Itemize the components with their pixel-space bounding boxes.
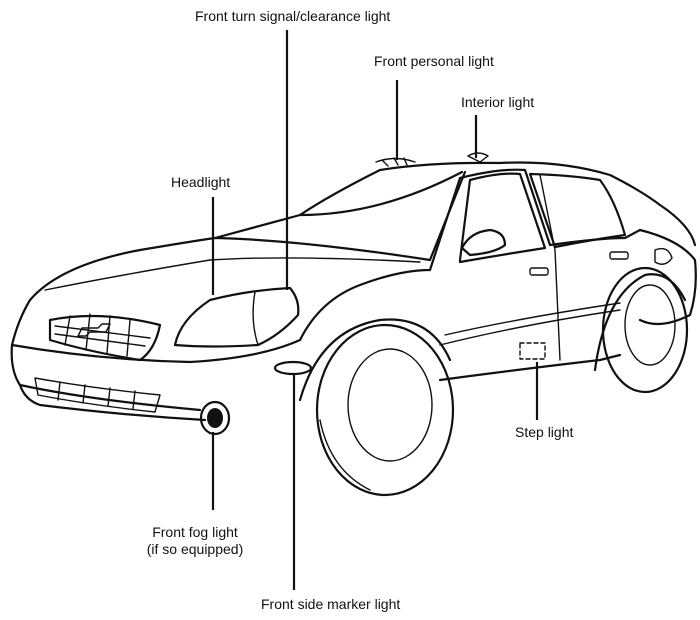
- label-front-fog-light-line1: Front fog light: [152, 524, 238, 540]
- car-body: [10, 152, 697, 497]
- label-front-turn-signal: Front turn signal/clearance light: [195, 8, 391, 24]
- label-front-side-marker-light: Front side marker light: [261, 596, 401, 612]
- label-front-personal-light: Front personal light: [374, 53, 494, 69]
- label-front-fog-light: Front fog light (if so equipped): [120, 524, 270, 558]
- label-front-fog-light-line2: (if so equipped): [146, 541, 244, 557]
- label-headlight: Headlight: [171, 174, 231, 190]
- label-step-light: Step light: [515, 424, 574, 440]
- label-interior-light: Interior light: [461, 94, 535, 110]
- leader-lines: [211, 30, 539, 590]
